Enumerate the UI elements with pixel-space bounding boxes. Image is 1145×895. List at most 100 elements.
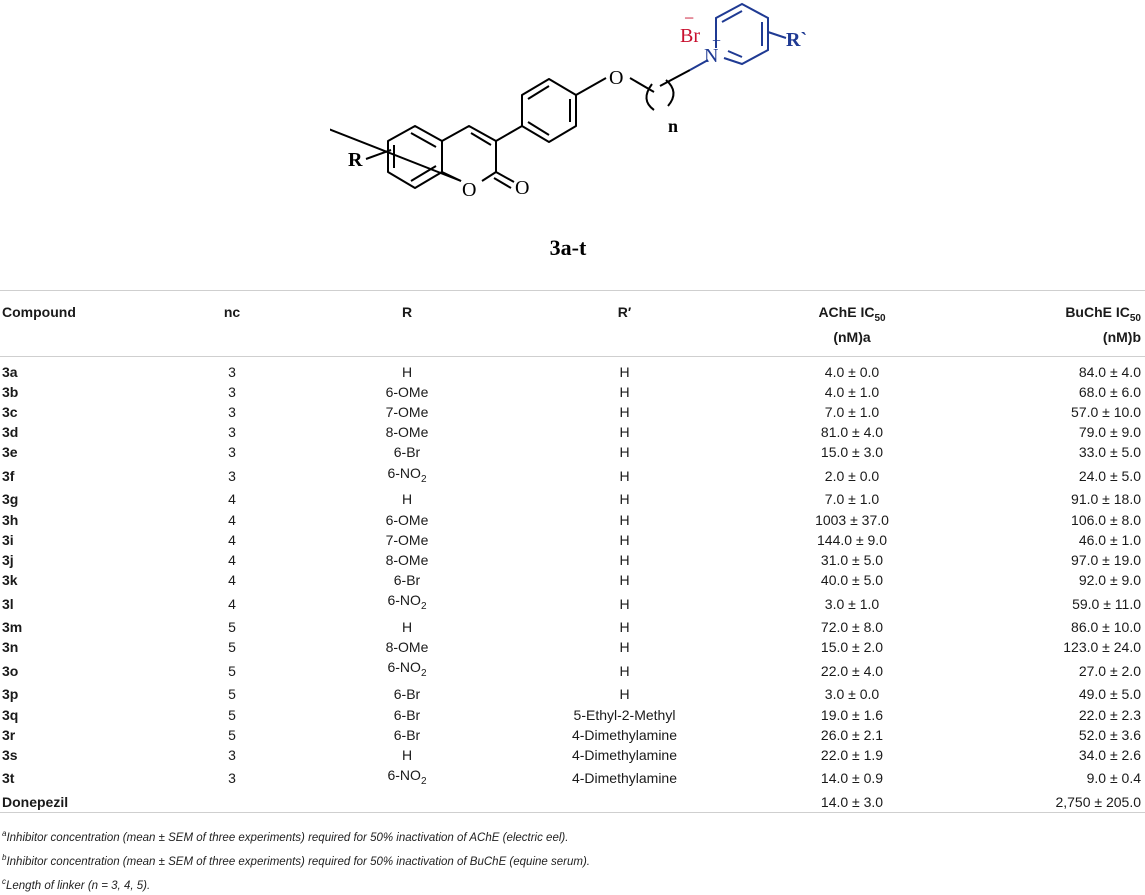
cell-ache: 4.0 ± 1.0 [824,383,880,400]
cell-n: 4 [228,491,236,508]
cell-r-prime: H [619,424,630,441]
pyridinium-ring [689,2,787,71]
cell-r: 6-OMe [385,383,429,400]
pyridinium-n-label: N [704,45,718,67]
cell-n: 5 [228,706,236,723]
cell-ache: 7.0 ± 1.0 [824,491,880,508]
cell-r: 6-OMe [385,511,429,528]
cell-buche: 2,750 ± 205.0 [1055,793,1141,810]
cell-n: 4 [228,595,236,612]
cell-ache: 1003 ± 37.0 [815,511,889,528]
r-bond [365,149,392,160]
cell-r-prime: 5-Ethyl-2-Methyl [573,706,676,723]
cell-n: 3 [228,424,236,441]
cell-r-prime: H [619,467,630,484]
cell-r-prime: 4-Dimethylamine [571,746,678,763]
cell-buche: 57.0 ± 10.0 [1071,404,1141,421]
cell-compound: 3c [2,404,18,421]
cell-compound: Donepezil [2,793,69,810]
footnote-a: aInhibitor concentration (mean ± SEM of … [2,829,569,844]
cell-ache: 144.0 ± 9.0 [817,531,887,548]
cell-ache: 15.0 ± 2.0 [820,639,884,656]
cell-ache: 22.0 ± 4.0 [820,662,884,679]
table-header-row: Compound nc R R′ AChE IC50(nM)a BuChE IC… [0,290,1145,357]
cell-n: 5 [228,662,236,679]
cell-buche: 123.0 ± 24.0 [1063,639,1141,656]
cell-ache: 19.0 ± 1.6 [820,706,884,723]
cell-r: 6-Br [393,572,421,589]
footnote-b: bInhibitor concentration (mean ± SEM of … [2,852,590,868]
cell-n: 4 [228,531,236,548]
footnotes: aInhibitor concentration (mean ± SEM of … [2,824,590,895]
cell-compound: 3j [2,552,14,568]
compound-series-label: 3a-t [550,235,587,260]
chemical-structure: Br − N + R` O n R O O 3a-t [330,2,807,260]
cell-r-prime: H [619,639,630,656]
cell-r-prime: H [619,531,630,548]
cell-ache: 31.0 ± 5.0 [820,552,884,568]
inhibition-table: Compound nc R R′ AChE IC50(nM)a BuChE IC… [0,290,1145,813]
results-table-container: Compound nc R R′ AChE IC50(nM)a BuChE IC… [0,290,1145,813]
cell-buche: 86.0 ± 10.0 [1071,619,1141,636]
cell-ache: 81.0 ± 4.0 [820,424,884,441]
cell-buche: 46.0 ± 1.0 [1078,531,1141,548]
cell-ache: 72.0 ± 8.0 [820,619,884,636]
cell-compound: 3n [2,639,19,656]
cell-r-prime: H [619,511,630,528]
cell-r: 6-NO2 [387,767,427,787]
cell-ache: 15.0 ± 3.0 [820,444,884,461]
cell-n: 3 [228,444,236,461]
header-buche: BuChE IC50(nM)b [1065,304,1141,345]
cell-ache: 4.0 ± 0.0 [824,363,880,380]
cell-r-prime: H [619,552,630,568]
cell-ache: 22.0 ± 1.9 [820,746,884,763]
cell-r: 7-OMe [385,531,429,548]
carbonyl-o-label: O [515,177,529,199]
cell-r: 6-Br [393,706,421,723]
cell-compound: 3b [2,383,19,400]
cell-ache: 3.0 ± 0.0 [824,686,880,703]
cell-r: H [401,619,413,636]
chain-n-label: n [668,116,678,136]
cell-ache: 7.0 ± 1.0 [824,404,880,421]
cell-buche: 33.0 ± 5.0 [1078,444,1141,461]
cell-ache: 14.0 ± 0.9 [820,770,884,787]
cell-buche: 22.0 ± 2.3 [1078,706,1141,723]
r-prime-label: R` [786,29,807,51]
cell-n: 3 [228,467,236,484]
cell-r: H [401,363,413,380]
cell-compound: 3m [2,619,23,636]
cell-n: 5 [228,639,236,656]
cell-r-prime: 4-Dimethylamine [571,770,678,787]
cell-n: 5 [228,726,236,743]
cell-compound: 3f [2,467,15,484]
cell-r: H [401,746,413,763]
cell-r-prime: H [619,662,630,679]
cell-buche: 24.0 ± 5.0 [1078,467,1141,484]
cell-compound: 3o [2,662,19,679]
cell-r: 6-NO2 [387,464,427,485]
cell-buche: 97.0 ± 19.0 [1071,552,1141,568]
cell-buche: 49.0 ± 5.0 [1078,686,1141,703]
cell-r-prime: H [619,383,630,400]
cell-compound: 3k [2,572,18,589]
cell-r: 6-Br [393,444,421,461]
cell-buche: 9.0 ± 0.4 [1086,770,1141,787]
cell-r-prime: H [619,686,630,703]
cell-r: 8-OMe [385,552,429,568]
